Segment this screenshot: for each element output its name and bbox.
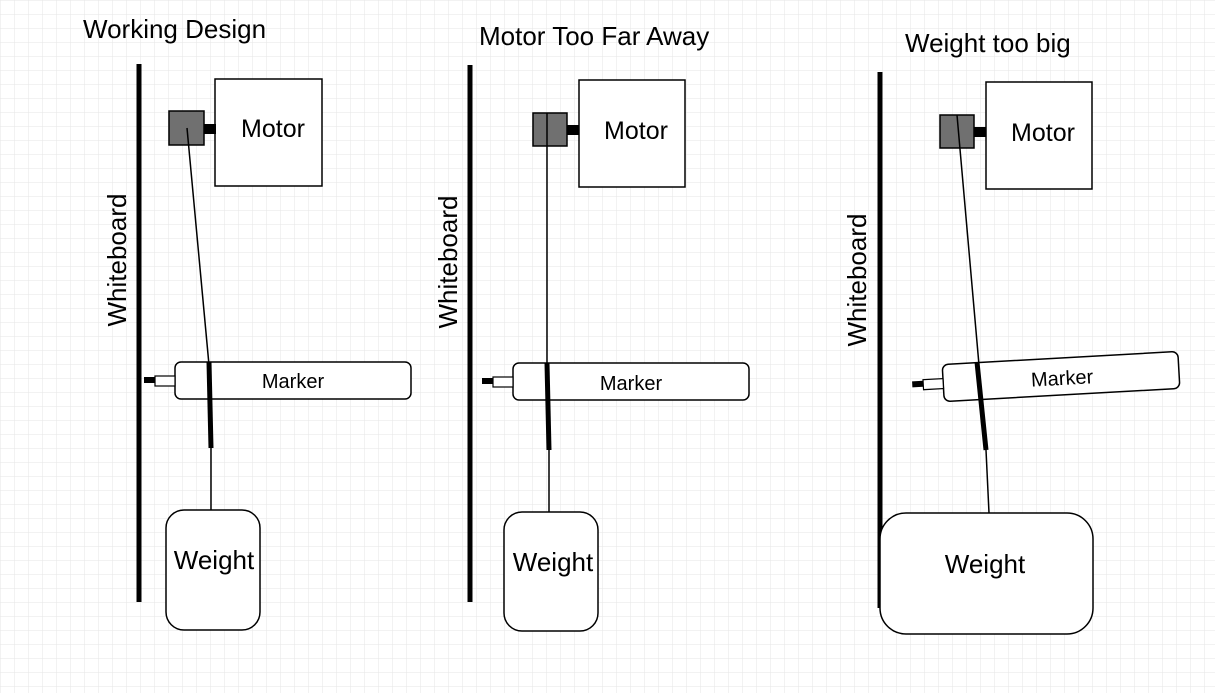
motor-box [214, 78, 323, 187]
marker-label: Marker [600, 373, 663, 395]
clamp-bar [544, 362, 552, 451]
panel-title: Weight too big [905, 28, 1071, 58]
motor-label: Motor [241, 115, 305, 143]
panel-weight-too-big: Weight too big Whiteboard Motor Marker W… [842, 28, 1181, 635]
motor-label: Motor [604, 117, 668, 145]
marker-tip [922, 377, 945, 391]
string [186, 127, 210, 366]
marker-tip [492, 376, 514, 388]
clamp-bar [974, 361, 989, 451]
motor-shaft [974, 127, 986, 137]
weight-label: Weight [174, 545, 255, 575]
marker-nib [912, 380, 924, 388]
whiteboard-label: Whiteboard [842, 214, 872, 347]
marker-nib [482, 378, 493, 384]
marker-tip [154, 375, 176, 387]
panel-motor-too-far: Motor Too Far Away Whiteboard Motor Mark… [433, 21, 750, 632]
clamp-bar [206, 361, 214, 449]
motor-box [578, 79, 686, 188]
weight-string [985, 449, 990, 514]
marker-group-tilted: Marker [912, 351, 1181, 402]
motor-box [985, 81, 1093, 190]
spool [168, 110, 205, 146]
spool [532, 112, 568, 147]
weight-label: Weight [945, 549, 1026, 579]
weight-label: Weight [513, 547, 594, 577]
motor-shaft [567, 125, 579, 135]
panel-working-design: Working Design Whiteboard Motor Marker W… [83, 14, 412, 631]
motor-shaft [204, 124, 216, 134]
weight-box [879, 512, 1094, 635]
marker-label: Marker [1030, 366, 1094, 391]
weight-box [165, 509, 261, 631]
panel-title: Working Design [83, 14, 266, 44]
string [956, 114, 980, 366]
whiteboard-label: Whiteboard [433, 196, 463, 329]
marker-nib [144, 377, 155, 383]
panel-title: Motor Too Far Away [479, 21, 709, 51]
marker-label: Marker [262, 371, 325, 393]
weight-box [503, 511, 599, 632]
whiteboard-label: Whiteboard [102, 194, 132, 327]
motor-label: Motor [1011, 119, 1075, 147]
